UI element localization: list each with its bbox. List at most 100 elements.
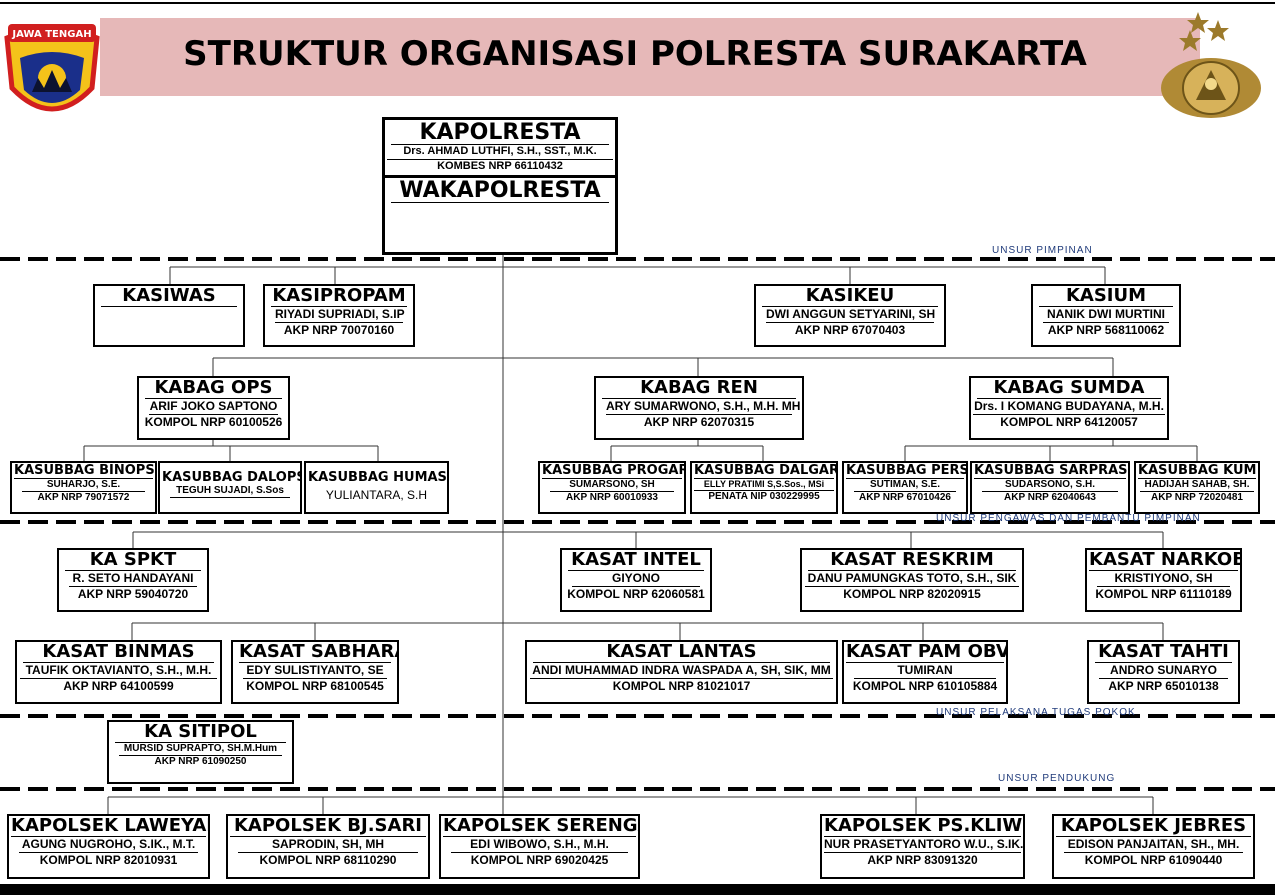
kabag-sumda-box: KABAG SUMDA Drs. I KOMANG BUDAYANA, M.H.… (969, 376, 1169, 440)
kasat-lantas-title: KASAT LANTAS (533, 642, 830, 663)
kasat-sabhara-box: KASAT SABHARA EDY SULISTIYANTO, SE KOMPO… (231, 640, 399, 704)
kasat-narkoba-title: KASAT NARKOBA (1089, 550, 1240, 571)
kasat-lantas-rank: KOMPOL NRP 81021017 (612, 678, 751, 693)
kasat-pam-obvit-box: KASAT PAM OBVIT TUMIRAN KOMPOL NRP 61010… (842, 640, 1008, 704)
kasat-intel-title: KASAT INTEL (568, 550, 704, 571)
kasikeu-name: DWI ANGGUN SETYARINI, SH (766, 306, 936, 323)
kapolsek-pskliwon-name: NUR PRASETYANTORO W.U., S.IK. (824, 836, 1024, 853)
kasubbag-sarpras-rank: AKP NRP 62040643 (1004, 492, 1096, 504)
badge-left-text: JAWA TENGAH (11, 29, 91, 40)
section-label-pengawas: UNSUR PENGAWAS DAN PEMBANTU PIMPINAN (936, 513, 1201, 524)
kabag-ops-name: ARIF JOKO SAPTONO (149, 398, 278, 415)
kasium-rank: AKP NRP 568110062 (1047, 322, 1165, 337)
page-title: STRUKTUR ORGANISASI POLRESTA SURAKARTA (183, 34, 1087, 74)
kasat-sabhara-rank: KOMPOL NRP 68100545 (246, 678, 384, 693)
kabag-ren-name: ARY SUMARWONO, S.H., M.H. MH (606, 398, 801, 415)
kasubbag-pers-name: SUTIMAN, S.E. (854, 479, 956, 493)
kasipropam-name: RIYADI SUPRIADI, S.IP (275, 306, 405, 323)
kasat-sabhara-title: KASAT SABHARA (239, 641, 399, 663)
kasat-intel-box: KASAT INTEL GIYONO KOMPOL NRP 62060581 (560, 548, 712, 612)
section-label-pimpinan: UNSUR PIMPINAN (992, 245, 1093, 256)
kapolsek-laweyan-title: KAPOLSEK LAWEYAN (11, 815, 210, 837)
kasat-narkoba-name: KRISTIYONO, SH (1097, 571, 1230, 587)
kabag-ops-rank: KOMPOL NRP 60100526 (144, 414, 283, 429)
kasubbag-pers-rank: AKP NRP 67010426 (859, 492, 951, 504)
kasat-tahti-rank: AKP NRP 65010138 (1108, 678, 1219, 693)
kasubbag-kum-rank: AKP NRP 72020481 (1151, 492, 1243, 504)
kapolsek-laweyan-box: KAPOLSEK LAWEYAN AGUNG NUGROHO, S.IK., M… (7, 814, 210, 879)
section-label-pelaksana: UNSUR PELAKSANA TUGAS POKOK (936, 707, 1136, 718)
kasubbag-binops-rank: AKP NRP 79071572 (37, 492, 130, 504)
kasubbag-pers-title: KASUBBAG PERS (846, 463, 968, 479)
kabag-ren-title: KABAG REN (602, 378, 796, 399)
kasat-lantas-box: KASAT LANTAS ANDI MUHAMMAD INDRA WASPADA… (525, 640, 838, 704)
kasium-box: KASIUM NANIK DWI MURTINI AKP NRP 5681100… (1031, 284, 1181, 347)
kasat-binmas-name: TAUFIK OKTAVIANTO, S.H., M.H. (20, 663, 217, 679)
kapolresta-rank: KOMBES NRP 66110432 (437, 159, 563, 172)
kasat-reskrim-name: DANU PAMUNGKAS TOTO, S.H., SIK (805, 571, 1019, 587)
kapolsek-pskliwon-box: KAPOLSEK PS.KLIWON NUR PRASETYANTORO W.U… (820, 814, 1025, 879)
kasat-lantas-name: ANDI MUHAMMAD INDRA WASPADA A, SH, SIK, … (530, 663, 833, 679)
kapolsek-laweyan-name: AGUNG NUGROHO, S.IK., M.T. (19, 837, 198, 853)
kasat-tahti-title: KASAT TAHTI (1095, 642, 1232, 663)
ka-spkt-name: R. SETO HANDAYANI (69, 571, 197, 587)
kasubbag-dalgar-name: ELLY PRATIMI S,S.Sos., MSi (694, 479, 834, 491)
kasikeu-box: KASIKEU DWI ANGGUN SETYARINI, SH AKP NRP… (754, 284, 946, 347)
ka-sitipol-name: MURSID SUPRAPTO, SH.M.Hum (119, 743, 282, 757)
kabag-sumda-rank: KOMPOL NRP 64120057 (1000, 414, 1138, 429)
ka-spkt-title: KA SPKT (65, 550, 201, 571)
kapolsek-pskliwon-rank: AKP NRP 83091320 (867, 852, 978, 867)
kasubbag-progar-box: KASUBBAG PROGAR SUMARSONO, SH AKP NRP 60… (538, 461, 686, 514)
kasipropam-box: KASIPROPAM RIYADI SUPRIADI, S.IP AKP NRP… (263, 284, 415, 347)
kapolsek-jebres-title: KAPOLSEK JEBRES (1056, 816, 1251, 837)
kabag-ren-rank: AKP NRP 62070315 (643, 414, 755, 429)
kasubbag-sarpras-name: SUDARSONO, S.H. (982, 479, 1118, 493)
kasubbag-progar-rank: AKP NRP 60010933 (566, 492, 658, 504)
kasubbag-humas-title: KASUBBAG HUMAS (308, 470, 447, 485)
kasat-tahti-box: KASAT TAHTI ANDRO SUNARYO AKP NRP 650101… (1087, 640, 1240, 704)
wakapolresta-title: WAKAPOLRESTA (391, 178, 609, 203)
kasat-pam-obvit-title: KASAT PAM OBVIT (846, 642, 1006, 663)
kapolsek-bjsari-title: KAPOLSEK BJ.SARI (230, 816, 426, 837)
kasubbag-kum-title: KASUBBAG KUM (1138, 463, 1257, 479)
kasubbag-progar-title: KASUBBAG PROGAR (542, 463, 686, 479)
kasipropam-title: KASIPROPAM (271, 285, 407, 307)
kapolresta-box: KAPOLRESTA Drs. AHMAD LUTHFI, S.H., SST.… (382, 117, 618, 255)
kasiwas-title: KASIWAS (101, 286, 237, 307)
kasikeu-title: KASIKEU (762, 286, 938, 307)
kapolsek-jebres-rank: KOMPOL NRP 61090440 (1084, 852, 1223, 867)
kasium-title: KASIUM (1039, 286, 1173, 307)
kabag-ren-box: KABAG REN ARY SUMARWONO, S.H., M.H. MH A… (594, 376, 804, 440)
kasubbag-dalgar-rank: PENATA NIP 030229995 (708, 490, 820, 502)
kabag-sumda-title: KABAG SUMDA (977, 378, 1161, 399)
kapolsek-bjsari-box: KAPOLSEK BJ.SARI SAPRODIN, SH, MH KOMPOL… (226, 814, 430, 879)
kasubbag-binops-name: SUHARJO, S.E. (22, 479, 145, 493)
kapolsek-serengan-rank: KOMPOL NRP 69020425 (470, 852, 609, 867)
top-rule (0, 2, 1275, 4)
kabag-ops-title: KABAG OPS (145, 378, 282, 399)
kapolsek-bjsari-rank: KOMPOL NRP 68110290 (259, 852, 397, 867)
kapolsek-serengan-name: EDI WIBOWO, S.H., M.H. (451, 837, 628, 853)
kasat-binmas-title: KASAT BINMAS (23, 642, 214, 663)
kasat-narkoba-rank: KOMPOL NRP 61110189 (1095, 586, 1232, 601)
kasat-reskrim-title: KASAT RESKRIM (808, 550, 1016, 571)
kasat-binmas-rank: AKP NRP 64100599 (63, 678, 174, 693)
jawa-tengah-police-badge-icon: JAWA TENGAH (2, 18, 102, 135)
section-label-pendukung: UNSUR PENDUKUNG (998, 773, 1116, 784)
kasubbag-pers-box: KASUBBAG PERS SUTIMAN, S.E. AKP NRP 6701… (842, 461, 968, 514)
kasubbag-dalgar-title: KASUBBAG DALGAR (694, 463, 838, 479)
kasat-reskrim-box: KASAT RESKRIM DANU PAMUNGKAS TOTO, S.H.,… (800, 548, 1024, 612)
kapolsek-serengan-box: KAPOLSEK SERENGAN EDI WIBOWO, S.H., M.H.… (439, 814, 640, 879)
kasat-pam-obvit-name: TUMIRAN (854, 663, 996, 679)
kasium-name: NANIK DWI MURTINI (1043, 307, 1169, 323)
kasubbag-dalops-title: KASUBBAG DALOPS (162, 470, 302, 485)
kasat-intel-rank: KOMPOL NRP 62060581 (567, 586, 705, 601)
kapolsek-jebres-box: KAPOLSEK JEBRES EDISON PANJAITAN, SH., M… (1052, 814, 1255, 879)
kasubbag-dalops-box: KASUBBAG DALOPS TEGUH SUJADI, S.Sos (158, 461, 302, 514)
kapolresta-name: Drs. AHMAD LUTHFI, S.H., SST., M.K. (387, 145, 613, 160)
kasat-binmas-box: KASAT BINMAS TAUFIK OKTAVIANTO, S.H., M.… (15, 640, 222, 704)
ka-spkt-box: KA SPKT R. SETO HANDAYANI AKP NRP 590407… (57, 548, 209, 612)
kasubbag-dalops-name: TEGUH SUJADI, S.Sos (170, 485, 290, 499)
kasubbag-humas-name: YULIANTARA, S.H (325, 487, 428, 502)
